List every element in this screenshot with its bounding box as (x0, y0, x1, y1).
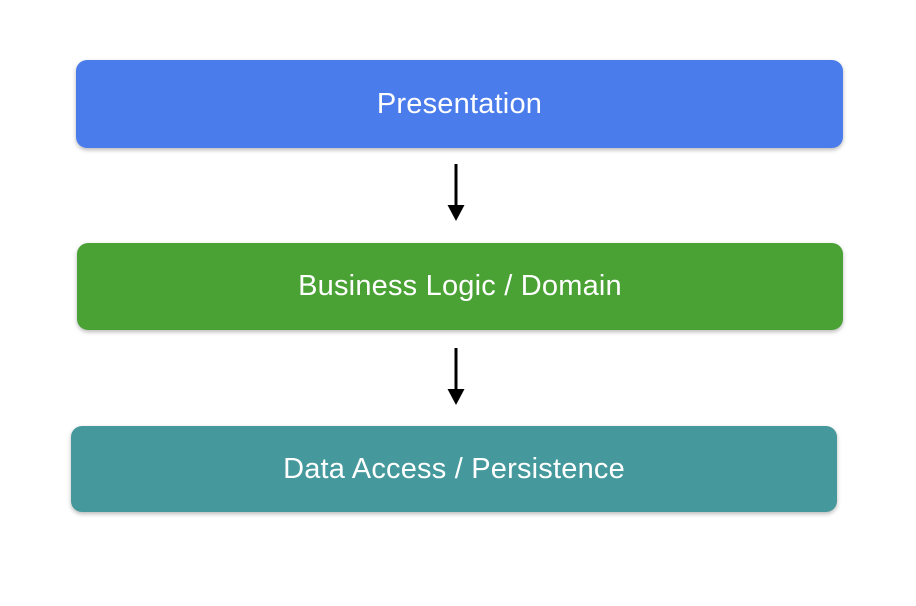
layer-label-business-logic: Business Logic / Domain (298, 270, 622, 302)
layer-label-data-access: Data Access / Persistence (283, 452, 625, 485)
down-arrow-icon (447, 348, 465, 405)
layer-node-business-logic: Business Logic / Domain (77, 243, 843, 330)
layer-node-presentation: Presentation (76, 60, 843, 148)
layer-label-presentation: Presentation (376, 87, 543, 120)
down-arrow-icon (447, 164, 465, 221)
layer-node-data-access: Data Access / Persistence (71, 426, 837, 512)
